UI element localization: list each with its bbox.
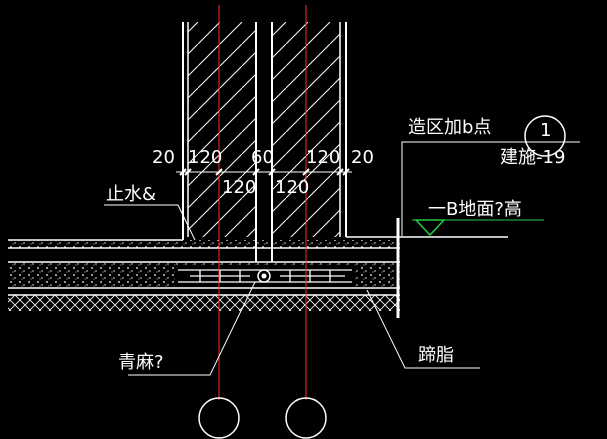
- axis-bubble-icon: [285, 397, 327, 439]
- asphalt-leader: [366, 289, 480, 369]
- waterstop-leader: [104, 204, 196, 241]
- hemp-label: 青麻?: [118, 352, 164, 373]
- dim-bottom-2: 120: [275, 177, 309, 198]
- dim-top-3: 60: [251, 147, 274, 168]
- ref-note: 造区加b点: [408, 117, 491, 138]
- asphalt-label: 蹄脂: [418, 345, 454, 366]
- left-wall: [182, 22, 257, 262]
- detail-index-number: 1: [540, 120, 551, 141]
- dim-top-2: 120: [188, 147, 222, 168]
- right-wall: [271, 22, 347, 262]
- level-note: 一B地面?高: [428, 199, 522, 220]
- dim-bottom-1: 120: [222, 177, 256, 198]
- detail-index-sheet: 建施-19: [500, 147, 565, 168]
- level-triangle-icon: [414, 219, 446, 237]
- waterstop-block: [175, 265, 355, 287]
- axis-bubble-icon: [198, 397, 240, 439]
- ref-leader: [401, 141, 580, 236]
- hemp-leader: [128, 281, 256, 376]
- dimension-line: [176, 166, 352, 178]
- detail-index-circle: [524, 115, 566, 157]
- dim-top-5: 20: [351, 147, 374, 168]
- dim-top-4: 120: [306, 147, 340, 168]
- waterstop-label: 止水&: [106, 184, 156, 205]
- dim-top-1: 20: [152, 147, 175, 168]
